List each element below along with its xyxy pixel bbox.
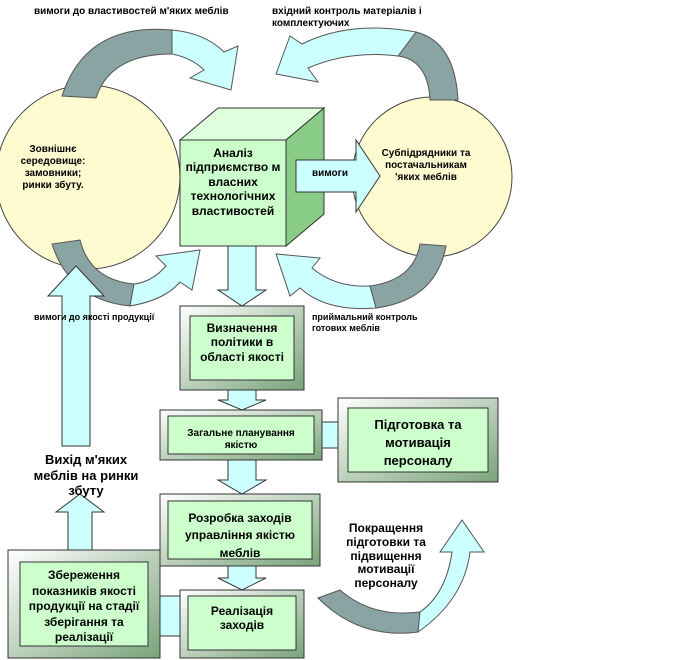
policy-box-label: Визначення політики в області якості xyxy=(200,321,284,364)
top-right-arc-gray xyxy=(397,31,459,101)
arrow-planning-to-measures xyxy=(216,459,268,495)
storage-up-arrow xyxy=(54,493,106,551)
storage-box-bevel xyxy=(7,549,161,659)
policy-box-bevel xyxy=(179,305,305,391)
measures-box-bevel xyxy=(159,493,321,567)
implementation-box-bevel xyxy=(179,589,305,659)
arrow-cube-to-policy xyxy=(216,245,268,307)
mid-left-label: вимоги до якості продукції xyxy=(34,312,155,322)
top-left-arc-head xyxy=(171,29,239,91)
top-right-label: вхідний контроль матеріалів і комплектую… xyxy=(272,6,422,29)
planning-box-bevel xyxy=(159,409,323,461)
exit-market-label: Вихід м'яких меблів на ринки збуту xyxy=(33,452,139,499)
connector-planning-training xyxy=(321,421,341,449)
measures-box-label: Розробка заходів управління якістю меблі… xyxy=(184,511,296,560)
mid-right-label: приймальний контроль готових меблів xyxy=(312,312,418,333)
training-box-bevel xyxy=(337,397,499,483)
left-circle-label: Зовнішнє середовище: замовники; ринки зб… xyxy=(20,144,86,191)
requirements-arrow-label: вимоги xyxy=(312,168,348,179)
exit-market-arrow xyxy=(46,265,106,447)
improvement-arc-gray xyxy=(317,589,421,634)
top-right-arc-head xyxy=(275,27,417,83)
implementation-box-label: Реалізація заходів xyxy=(210,604,274,633)
improvement-label: Покращення підготовки та підвищення моти… xyxy=(346,521,426,591)
bottom-right-arc-head xyxy=(275,253,377,310)
requirements-arrow xyxy=(295,138,381,214)
cube-label: Аналіз підприємство м власних технологіч… xyxy=(185,146,281,218)
bottom-left-arc-head xyxy=(129,249,201,307)
arrow-policy-to-planning xyxy=(217,389,267,411)
training-box-label: Підготовка та мотивація персоналу xyxy=(374,417,462,469)
top-left-arc-gray xyxy=(61,28,173,99)
storage-box-label: Збереження показників якості продукції н… xyxy=(28,568,140,645)
connector-storage-implementation xyxy=(159,595,181,637)
planning-box-label: Загальне планування якістю xyxy=(187,428,295,451)
top-left-label: вимоги до властивостей м'яких меблів xyxy=(34,6,229,17)
right-circle-label: Субпідрядники та постачальникам 'яких ме… xyxy=(381,148,471,183)
cube-front-face xyxy=(179,139,287,247)
improvement-arc-head xyxy=(417,519,485,634)
arrow-measures-to-implementation xyxy=(217,565,267,591)
